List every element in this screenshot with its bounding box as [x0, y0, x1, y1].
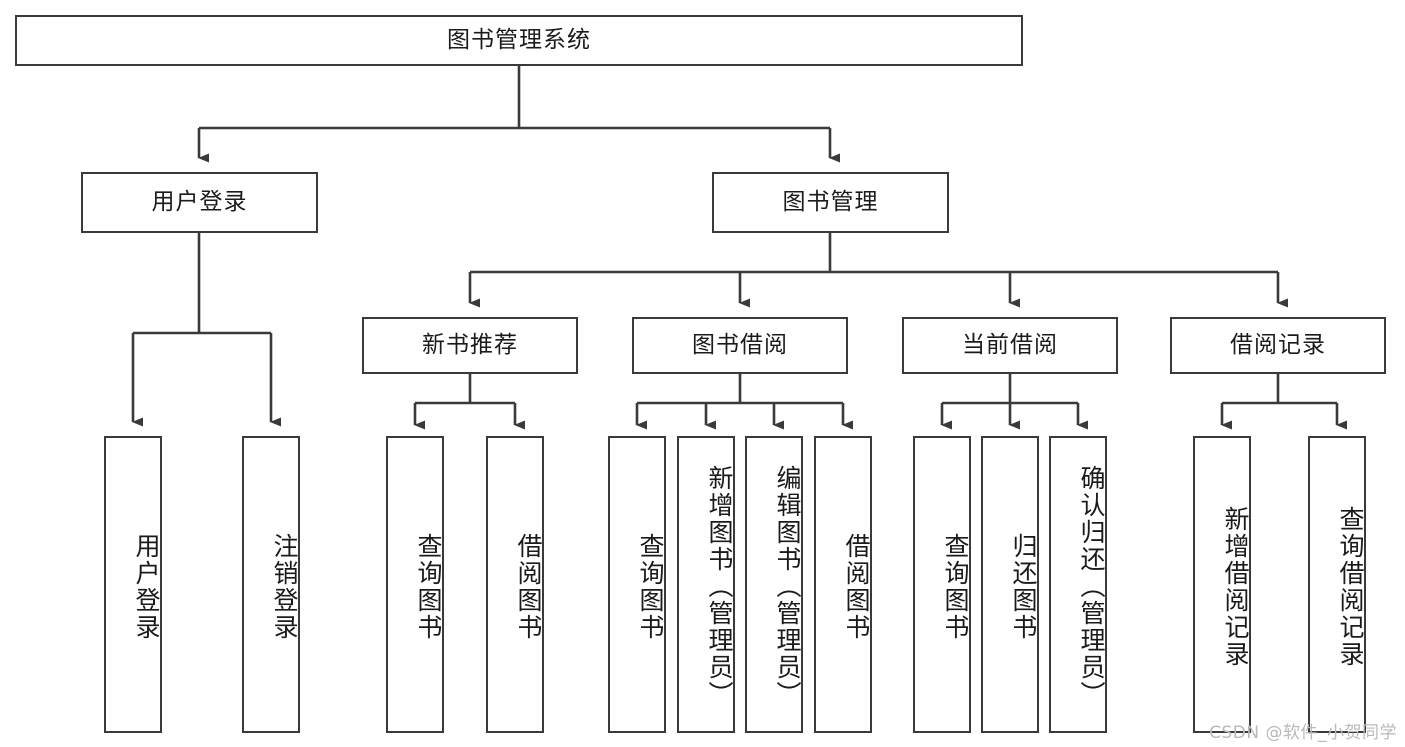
node-leaf-query-book-2[interactable]: 查询图书 — [608, 436, 666, 733]
node-leaf-query-book-1[interactable]: 查询图书 — [386, 436, 444, 733]
node-book-manage[interactable]: 图书管理 — [712, 172, 949, 233]
node-leaf-user-login-label: 用户登录 — [132, 532, 161, 641]
node-root-label: 图书管理系统 — [447, 26, 591, 53]
node-current-borrow[interactable]: 当前借阅 — [902, 317, 1118, 374]
node-new-book-recommend-label: 新书推荐 — [422, 331, 518, 358]
node-current-borrow-label: 当前借阅 — [962, 331, 1058, 358]
node-leaf-return-book[interactable]: 归还图书 — [981, 436, 1039, 733]
node-leaf-confirm-return-label: 确认归还（管理员） — [1077, 465, 1106, 708]
node-leaf-edit-book[interactable]: 编辑图书（管理员） — [745, 436, 803, 733]
node-leaf-add-book[interactable]: 新增图书（管理员） — [677, 436, 735, 733]
node-leaf-confirm-return[interactable]: 确认归还（管理员） — [1049, 436, 1107, 733]
node-leaf-query-record-label: 查询借阅记录 — [1336, 505, 1365, 668]
node-leaf-add-record-label: 新增借阅记录 — [1221, 505, 1250, 668]
node-leaf-borrow-book-2[interactable]: 借阅图书 — [814, 436, 872, 733]
node-book-borrow-label: 图书借阅 — [692, 331, 788, 358]
node-leaf-logout[interactable]: 注销登录 — [242, 436, 300, 733]
node-leaf-return-book-label: 归还图书 — [1009, 532, 1038, 641]
node-leaf-add-record[interactable]: 新增借阅记录 — [1193, 436, 1251, 733]
csdn-watermark: CSDN @软件_小贺同学 — [1209, 723, 1397, 743]
node-user-login-label: 用户登录 — [151, 188, 248, 215]
node-leaf-query-book-3[interactable]: 查询图书 — [913, 436, 971, 733]
node-leaf-add-book-label: 新增图书（管理员） — [705, 465, 734, 708]
node-root[interactable]: 图书管理系统 — [15, 15, 1023, 66]
node-leaf-query-book-1-label: 查询图书 — [414, 532, 443, 641]
node-book-borrow[interactable]: 图书借阅 — [632, 317, 848, 374]
node-new-book-recommend[interactable]: 新书推荐 — [362, 317, 578, 374]
node-leaf-logout-label: 注销登录 — [270, 532, 299, 641]
node-leaf-borrow-book-2-label: 借阅图书 — [842, 532, 871, 641]
node-borrow-record-label: 借阅记录 — [1230, 331, 1326, 358]
node-book-manage-label: 图书管理 — [782, 188, 879, 215]
node-leaf-query-book-3-label: 查询图书 — [941, 532, 970, 641]
node-leaf-edit-book-label: 编辑图书（管理员） — [773, 465, 802, 708]
node-leaf-query-book-2-label: 查询图书 — [636, 532, 665, 641]
node-leaf-query-record[interactable]: 查询借阅记录 — [1308, 436, 1366, 733]
node-leaf-borrow-book-1-label: 借阅图书 — [514, 532, 543, 641]
node-user-login[interactable]: 用户登录 — [81, 172, 318, 233]
node-leaf-borrow-book-1[interactable]: 借阅图书 — [486, 436, 544, 733]
node-borrow-record[interactable]: 借阅记录 — [1170, 317, 1386, 374]
node-leaf-user-login[interactable]: 用户登录 — [104, 436, 162, 733]
